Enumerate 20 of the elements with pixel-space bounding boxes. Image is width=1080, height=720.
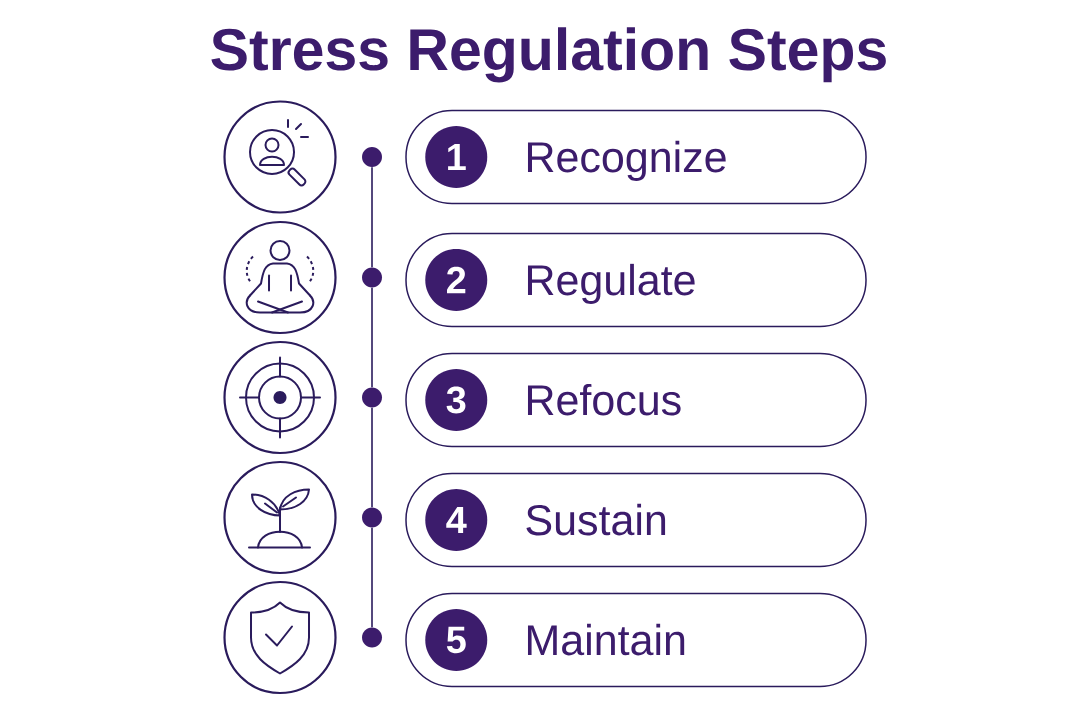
- meditation-icon: [223, 220, 337, 335]
- timeline-dot: [362, 627, 382, 648]
- number-badge: 3: [425, 369, 488, 431]
- timeline-line: [371, 406, 373, 509]
- target-icon: [223, 340, 337, 455]
- timeline-dot: [362, 147, 382, 167]
- timeline-dot: [362, 267, 382, 288]
- timeline-line: [371, 166, 373, 269]
- magnifier-person-icon: [223, 100, 337, 214]
- number-badge: 1: [425, 126, 488, 188]
- number-badge: 2: [425, 249, 488, 311]
- timeline-line: [371, 526, 373, 629]
- timeline-dot: [362, 387, 382, 408]
- number-badge: 4: [425, 489, 488, 551]
- title: Stress Regulation Steps: [211, 27, 886, 83]
- number-badge: 5: [425, 609, 488, 671]
- sprout-icon: [223, 460, 337, 575]
- timeline-dot: [362, 507, 382, 528]
- timeline-line: [371, 286, 373, 389]
- shield-check-icon: [223, 580, 337, 695]
